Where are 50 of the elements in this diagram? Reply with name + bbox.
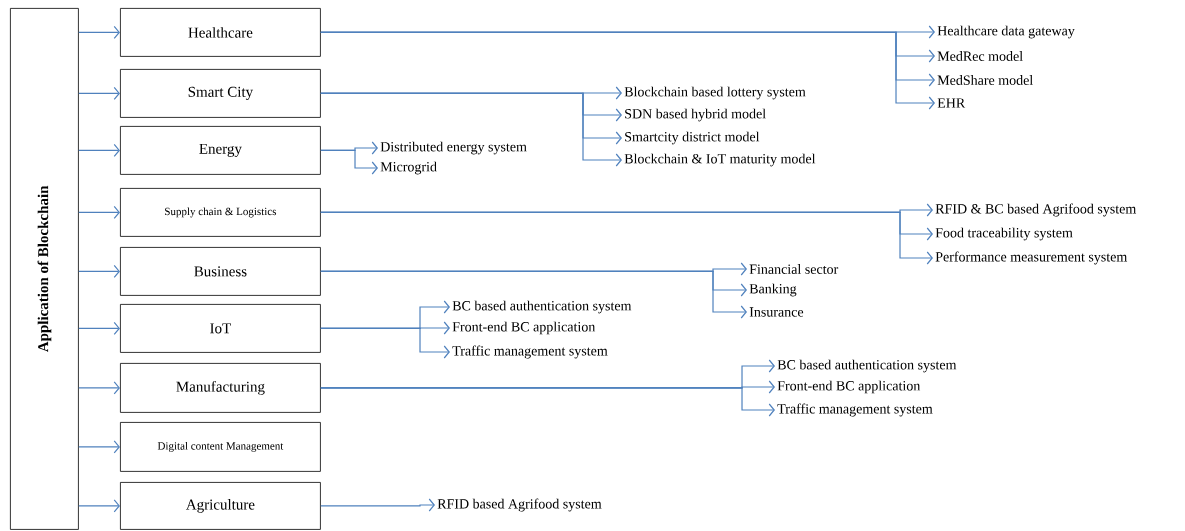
- item-text: Traffic management system: [452, 345, 608, 359]
- category-box: Healthcare: [120, 8, 321, 57]
- item-text: EHR: [937, 98, 966, 108]
- item-text: Smartcity district model: [625, 131, 760, 145]
- category-box: Manufacturing: [120, 363, 321, 413]
- arrow: [320, 270, 747, 319]
- title-box: Application of Blockchain: [10, 8, 79, 530]
- arrow: [78, 86, 120, 100]
- item-text: Insurance: [749, 307, 804, 317]
- item-text: MedRec model: [937, 51, 1023, 61]
- arrow: [78, 205, 120, 219]
- item-text: Banking: [749, 283, 797, 297]
- item-text: RFID based Agrifood system: [437, 498, 602, 512]
- item-text: Front-end BC application: [452, 321, 596, 335]
- category-box: Smart City: [120, 69, 321, 118]
- item-text: RFID & BC based Agrifood system: [935, 203, 1137, 217]
- item-text: Traffic management system: [777, 403, 933, 417]
- arrow: [320, 31, 935, 110]
- arrow: [78, 264, 120, 278]
- category-box: IoT: [120, 304, 321, 353]
- item-text: Blockchain & IoT maturity model: [624, 153, 816, 167]
- item-text: BC based authentication system: [452, 300, 632, 314]
- arrow: [320, 498, 435, 512]
- arrow: [78, 381, 120, 395]
- arrow: [78, 440, 120, 454]
- item-text: Food traceability system: [935, 227, 1073, 241]
- item-text: SDN based hybrid model: [625, 108, 766, 122]
- item-text: BC based authentication system: [777, 359, 957, 373]
- item-text: Distributed energy system: [380, 141, 527, 155]
- item-text: Front-end BC application: [777, 380, 921, 394]
- category-box: Agriculture: [120, 482, 321, 530]
- arrow: [320, 92, 622, 167]
- item-text: Financial sector: [749, 264, 839, 274]
- category-box: Energy: [120, 126, 321, 175]
- arrow: [320, 211, 933, 265]
- arrow: [78, 25, 120, 39]
- item-text: MedShare model: [937, 75, 1033, 85]
- arrow: [78, 143, 120, 157]
- arrow: [320, 149, 378, 175]
- item-text: Healthcare data gateway: [937, 25, 1075, 39]
- category-box: Supply chain & Logistics: [120, 188, 321, 237]
- category-box: Digital content Management: [120, 422, 321, 472]
- arrow: [320, 327, 450, 359]
- item-text: Performance measurement system: [935, 251, 1128, 265]
- arrow: [78, 321, 120, 335]
- item-text: Blockchain based lottery system: [624, 86, 806, 100]
- arrow: [78, 499, 120, 513]
- arrow: [320, 387, 775, 417]
- category-box: Business: [120, 247, 321, 296]
- item-text: Microgrid: [380, 161, 437, 175]
